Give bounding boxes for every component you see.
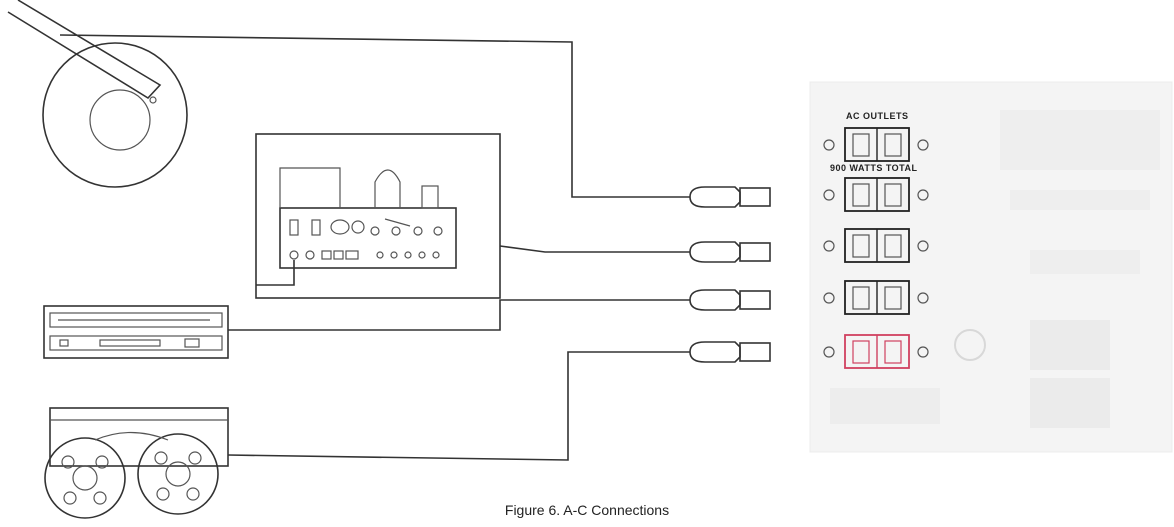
cord-tuner xyxy=(228,299,690,331)
figure-caption: Figure 6. A-C Connections xyxy=(504,502,670,518)
outlet-row-1 xyxy=(823,127,929,162)
plugs xyxy=(689,186,771,363)
plug-2 xyxy=(689,241,771,263)
power-cords xyxy=(59,34,690,461)
tape-deck-illustration xyxy=(44,407,229,519)
rear-panel xyxy=(809,81,1173,453)
ac-outlets-label: AC OUTLETS xyxy=(846,111,909,121)
plug-3 xyxy=(689,289,771,311)
amplifier-illustration xyxy=(255,133,501,299)
tuner-illustration xyxy=(43,305,229,359)
outlet-row-2 xyxy=(823,177,929,212)
ac-outlets xyxy=(823,127,929,369)
turntable-illustration xyxy=(7,0,188,188)
cord-amplifier xyxy=(499,245,690,253)
outlet-row-4 xyxy=(823,280,929,315)
watts-total-label: 900 WATTS TOTAL xyxy=(830,163,918,173)
plug-4 xyxy=(689,341,771,363)
plug-1 xyxy=(689,186,771,208)
cord-tape-deck xyxy=(227,351,690,461)
outlet-row-3 xyxy=(823,228,929,263)
outlet-row-5-highlighted xyxy=(823,334,929,369)
cord-turntable xyxy=(59,34,690,198)
